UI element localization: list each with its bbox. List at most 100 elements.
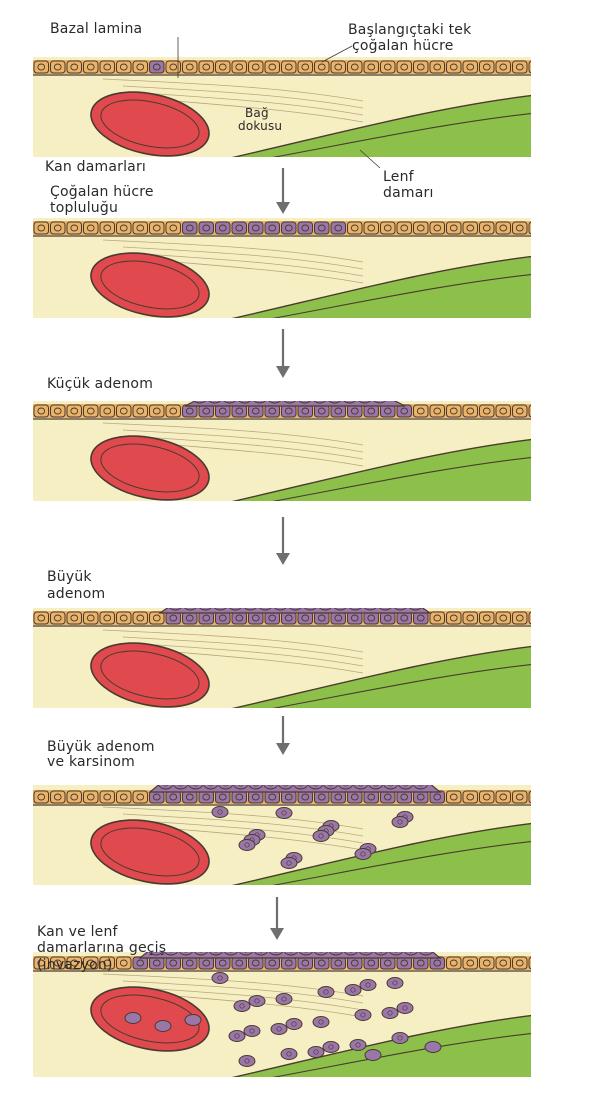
epithelial-cell [100,791,115,803]
cell-nucleus [240,926,244,930]
tumor-cell [310,923,324,933]
tumor-cell [374,945,388,955]
invading-cell [271,1024,287,1035]
cell-nucleus [399,771,403,775]
epithelial-cell [480,61,495,73]
cell-nucleus [424,948,428,952]
tumor-cell [204,779,218,789]
tumor-cell [251,901,265,911]
tumor-cell [282,567,296,577]
label-buyuk-adenom: Büyük adenom [47,740,155,755]
tumor-cell [414,791,429,803]
tumor-cell [166,791,181,803]
cell-nucleus [233,581,237,585]
tumor-cell [333,371,347,381]
tumor-cell [430,791,445,803]
cell-nucleus [320,592,324,596]
tumor-cell [216,222,231,234]
epithelial-cell [513,61,528,73]
tumor-cell [318,578,332,588]
tumor-cell [408,600,422,610]
tumor-cell [285,912,299,922]
tumor-cell [318,600,332,610]
panel-invasion [33,890,544,1082]
epithelial-cell [529,957,544,969]
tumor-cell [395,757,409,767]
cell-nucleus [294,771,298,775]
epithelial-cell [529,405,544,417]
epithelial-cell [430,222,445,234]
cell-nucleus [204,738,208,742]
tumor-cell [175,934,189,944]
tumor-cell [349,890,363,900]
tumor-cell [225,912,239,922]
tumor-cell [341,724,355,734]
cell-nucleus [165,926,169,930]
invading-cell [286,1019,302,1030]
tumor-cell [355,934,369,944]
epithelial-cell [84,405,99,417]
tumor-cell [282,957,297,969]
tumor-cell [338,746,352,756]
tumor-cell [389,945,403,955]
epithelial-cell [463,612,478,624]
cell-nucleus [331,904,335,908]
tumor-cell [293,746,307,756]
tumor-cell [371,901,385,911]
label-lenf: Lenf [383,170,414,185]
label-kan-damarlari: Kan damarları [45,160,146,175]
tumor-cell [228,371,242,381]
tumor-cell [228,600,242,610]
tumor-cell [381,405,396,417]
cell-nucleus [354,738,358,742]
tumor-cell [383,746,397,756]
tumor-cell [230,757,244,767]
tumor-cell [348,612,363,624]
tumor-cell [259,768,273,778]
panel-large_adenoma [33,556,544,717]
tumor-cell [183,578,197,588]
tumor-cell [331,791,346,803]
cell-nucleus [343,749,347,753]
cell-nucleus [304,915,308,919]
cell-nucleus [409,948,413,952]
tumor-cell [168,600,182,610]
cell-nucleus [239,937,243,941]
cell-nucleus [363,396,367,400]
cell-nucleus [204,760,208,764]
cell-nucleus [358,749,362,753]
epithelial-cell [67,612,82,624]
invading-cell [387,978,403,989]
cell-nucleus [350,385,354,389]
cell-nucleus [309,738,313,742]
tumor-cell [249,612,264,624]
tumor-cell [249,405,264,417]
cell-nucleus [299,937,303,941]
cell-nucleus [359,937,363,941]
tumor-cell [385,923,399,933]
tumor-cell [160,923,174,933]
tumor-cell [243,578,257,588]
tumor-cell [210,589,224,599]
cell-nucleus [333,396,337,400]
epithelial-cell [447,405,462,417]
cell-nucleus [264,760,268,764]
tumor-cell [180,912,194,922]
epithelial-cell [480,222,495,234]
epithelial-cell [447,61,462,73]
tumor-cell [300,912,314,922]
cell-nucleus [323,374,327,378]
tumor-cell [331,405,346,417]
cell-nucleus [249,771,253,775]
cell-nucleus [255,926,259,930]
cell-nucleus [305,385,309,389]
invading-cell [323,1042,339,1053]
tumor-cell [390,912,404,922]
label-bazal-lamina: Bazal lamina [50,22,142,37]
tumor-cell [289,890,303,900]
tumor-cell [258,556,272,566]
tumor-cell [195,589,209,599]
tumor-cell [215,735,229,745]
cell-nucleus [308,559,312,563]
epithelial-cell [150,612,165,624]
